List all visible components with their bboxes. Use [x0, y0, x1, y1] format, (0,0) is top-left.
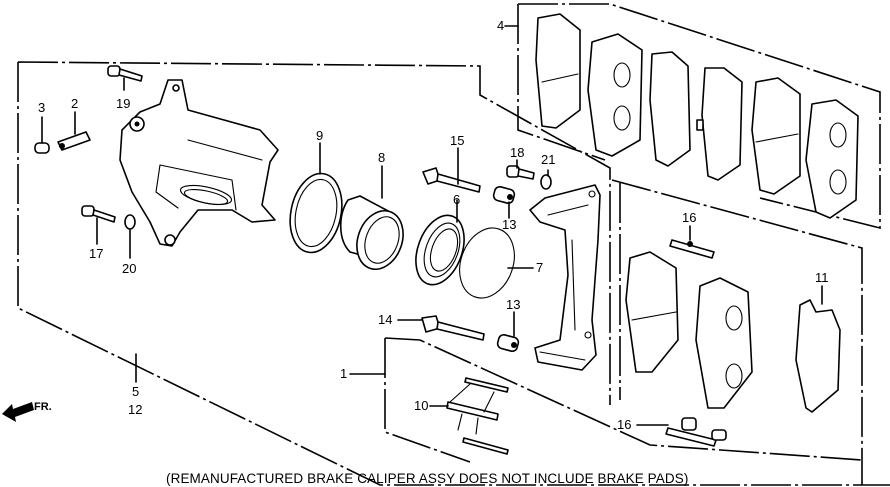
callout-16-lower: 16 [617, 417, 631, 432]
callout-12: 12 [128, 402, 142, 417]
callout-17: 17 [89, 246, 103, 261]
leader-lines [41, 25, 823, 426]
pad-set-4 [535, 13, 859, 219]
front-label: FR. [34, 401, 52, 413]
caliper-body [119, 79, 279, 247]
guide-bolt-19 [107, 65, 143, 82]
pin-bolt-15 [422, 167, 481, 193]
front-direction-indicator: FR. [2, 401, 52, 422]
washer-21 [540, 174, 552, 190]
pad-retainer-clip-10 [446, 377, 509, 455]
callout-18: 18 [510, 145, 524, 160]
callout-5: 5 [132, 384, 139, 399]
callout-13-upper: 13 [502, 217, 516, 232]
callout-13-lower: 13 [506, 297, 520, 312]
piston-boot-6 [415, 214, 465, 286]
callout-14: 14 [378, 312, 392, 327]
outer-pad [695, 277, 753, 409]
caliper-assembly-boundary [17, 61, 890, 486]
bracket-bolt-18 [506, 165, 535, 180]
piston-8 [339, 195, 404, 270]
callout-9: 9 [316, 128, 323, 143]
callout-16-upper: 16 [682, 210, 696, 225]
pin-bolt-14 [421, 315, 485, 341]
pin-boot-13-lower [496, 333, 520, 353]
washer-20 [124, 214, 136, 230]
front-pad-kit-boundary [611, 179, 863, 485]
bleeder-cap [34, 142, 50, 154]
callout-7: 7 [536, 260, 543, 275]
guide-bolt-17 [81, 205, 116, 223]
pin-boot-13-upper [492, 185, 516, 205]
callout-8: 8 [378, 150, 385, 165]
callout-19: 19 [116, 96, 130, 111]
pad-shim-11 [795, 299, 841, 413]
caliper-bracket [529, 184, 601, 371]
callout-1: 1 [340, 366, 347, 381]
inner-pad [625, 251, 679, 373]
arrow-left-icon [2, 402, 34, 422]
callout-11: 11 [815, 270, 829, 285]
callout-20: 20 [122, 261, 136, 276]
pad-spring-16-lower [665, 417, 727, 447]
callout-6: 6 [453, 192, 460, 207]
dust-seal-9 [289, 172, 343, 254]
callout-21: 21 [541, 152, 555, 167]
pad-set-boundary [517, 3, 881, 230]
diagram-caption: (REMANUFACTURED BRAKE CALIPER ASSY DOES … [166, 471, 688, 486]
set-ring-7 [459, 227, 515, 299]
bleeder-screw [57, 131, 91, 151]
bracket-kit-boundary [384, 337, 863, 463]
callout-15: 15 [450, 133, 464, 148]
callout-10: 10 [414, 398, 428, 413]
pad-spring-16-upper [669, 239, 715, 259]
callout-3: 3 [38, 100, 45, 115]
callout-4: 4 [497, 18, 504, 33]
callout-2: 2 [71, 96, 78, 111]
